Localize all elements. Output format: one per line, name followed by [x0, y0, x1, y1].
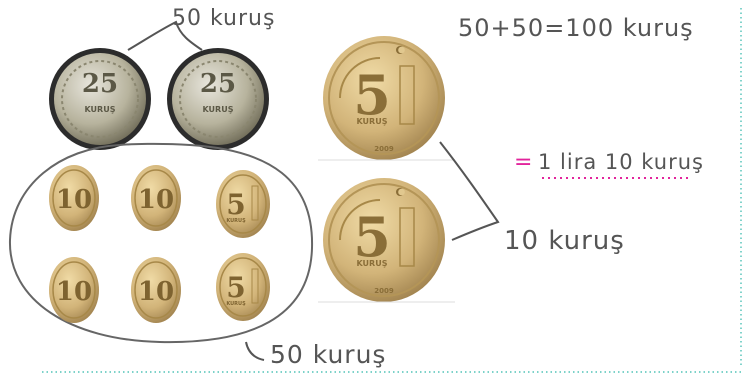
- svg-text:10: 10: [138, 185, 174, 215]
- svg-text:KURUŞ: KURUŞ: [357, 117, 388, 126]
- label-10-kurus: 10 kuruş: [504, 226, 625, 256]
- coin-25-kurus: 25 KURUŞ: [167, 48, 269, 150]
- svg-text:KURUŞ: KURUŞ: [85, 105, 116, 114]
- coin-5-kurus-large: 5 KURUŞ 2009: [323, 178, 445, 302]
- svg-text:5: 5: [226, 271, 245, 304]
- svg-text:KURUŞ: KURUŞ: [203, 105, 234, 114]
- svg-text:25: 25: [200, 69, 236, 99]
- svg-text:KURUŞ: KURUŞ: [357, 259, 388, 268]
- coin-5-kurus-large: 5 KURUŞ 2009: [323, 36, 445, 160]
- svg-text:25: 25: [82, 69, 118, 99]
- svg-text:2009: 2009: [374, 287, 394, 295]
- svg-text:KURUŞ: KURUŞ: [226, 301, 246, 307]
- bracket-50-kurus-bottom: [246, 342, 264, 360]
- label-50-kurus-bottom: 50 kuruş: [270, 340, 386, 369]
- svg-text:10: 10: [138, 277, 174, 307]
- svg-text:KURUŞ: KURUŞ: [226, 218, 246, 224]
- coin-10-kurus: 10: [131, 165, 181, 231]
- svg-text:10: 10: [56, 277, 92, 307]
- svg-text:5: 5: [226, 188, 245, 221]
- coin-10-kurus: 10: [131, 257, 181, 323]
- coin-10-kurus: 10: [49, 165, 99, 231]
- result-equals: =: [514, 150, 533, 175]
- equation-text: 50+50=100 kuruş: [458, 14, 694, 42]
- svg-text:2009: 2009: [374, 145, 394, 153]
- svg-text:10: 10: [56, 185, 92, 215]
- result-text: 1 lira 10 kuruş: [538, 150, 704, 174]
- coin-5-kurus-small: 5 KURUŞ: [216, 253, 270, 321]
- coin-10-kurus: 10: [49, 257, 99, 323]
- coin-5-kurus-small: 5 KURUŞ: [216, 170, 270, 238]
- label-50-kurus-top: 50 kuruş: [172, 6, 275, 31]
- coin-25-kurus: 25 KURUŞ: [49, 48, 151, 150]
- bracket-10-kurus: [440, 142, 498, 240]
